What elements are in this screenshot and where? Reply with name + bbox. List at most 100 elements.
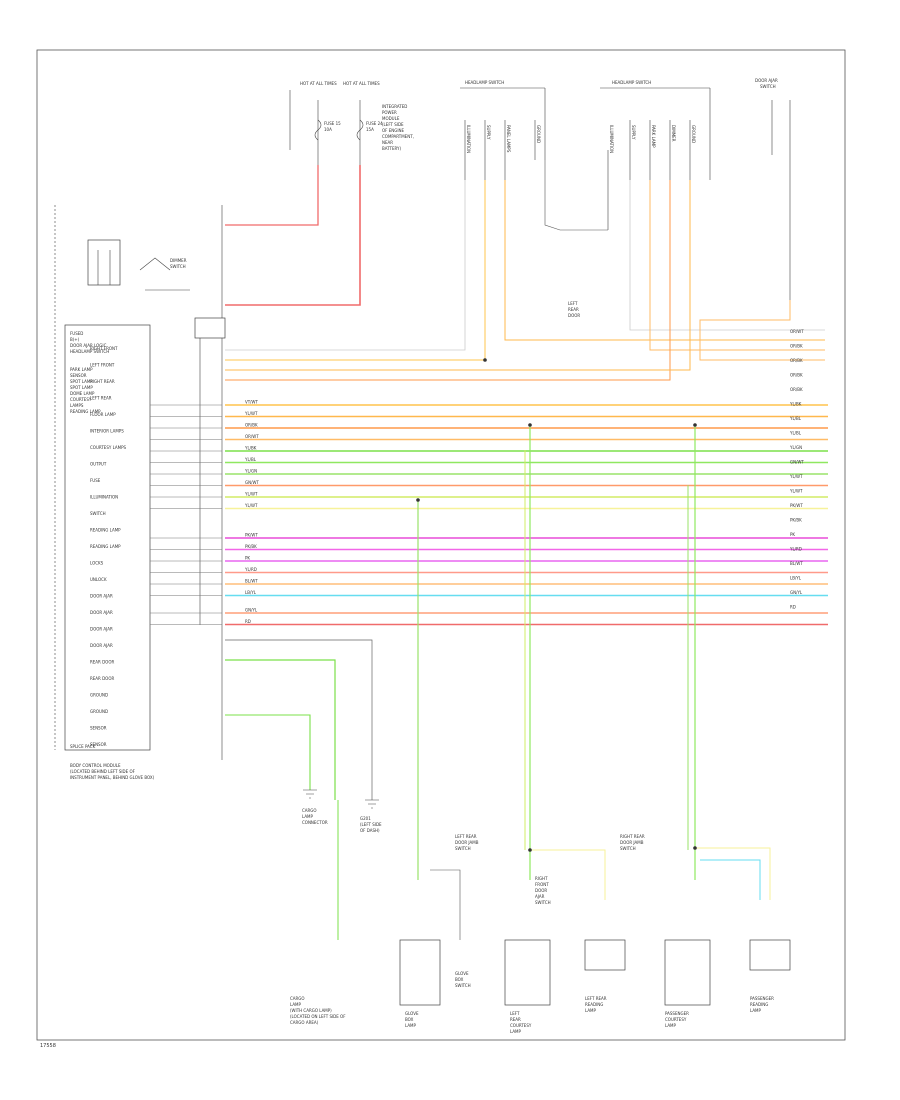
glove-switch-line: SWITCH xyxy=(455,983,471,988)
lamp-label-line: READING xyxy=(750,1002,768,1007)
module-inner-label: SENSOR xyxy=(70,373,87,378)
ground-symbol-g201 xyxy=(365,799,379,809)
module-pin-label: SENSOR xyxy=(90,726,107,731)
right-edge-label: BL/WT xyxy=(790,561,803,566)
diagram-border xyxy=(36,49,846,1041)
wire-top-v1 xyxy=(504,180,825,341)
left-rear-courtesy-lamp xyxy=(504,939,551,1006)
glove-switch-line: BOX xyxy=(455,977,464,982)
module-inner-label: PARK LAMP xyxy=(70,367,93,372)
module-pin-label: READING LAMP xyxy=(90,544,121,549)
left-switch-pin: GROUND xyxy=(536,125,541,143)
module-inner-label: READING LAMP xyxy=(70,409,101,414)
module-pin-label: DOOR AJAR xyxy=(90,594,113,599)
fuse-15-symbol xyxy=(314,119,322,141)
fuse-24-symbol xyxy=(356,119,364,141)
ground-note-line: G201 xyxy=(360,816,371,821)
glove-box-lamp xyxy=(399,939,441,1006)
bus-wire-label: RD xyxy=(245,619,251,624)
ground-symbol-cargo xyxy=(303,789,317,799)
module-pin-label: REAR DOOR xyxy=(90,660,114,665)
wire-top-v3 xyxy=(225,180,466,351)
bus-wire-label: PK xyxy=(245,556,250,561)
glove-switch-line: GLOVE xyxy=(455,971,469,976)
module-inner-label: COURTESY xyxy=(70,397,92,402)
right-edge-label: OR/WT xyxy=(790,329,804,334)
lamp-label-line: LAMP xyxy=(750,1008,762,1013)
drop-cargo xyxy=(225,659,336,800)
lamp-label-line: COURTESY xyxy=(510,1023,532,1028)
bus-wire-label: YL/GN xyxy=(244,469,257,474)
mid-note-line: AJAR xyxy=(535,894,545,899)
module-pin-label: INTERIOR LAMPS xyxy=(90,429,124,434)
cargo-note-line: CARGO xyxy=(290,996,305,1001)
right-switch-note-line: SWITCH xyxy=(620,846,636,851)
right-edge-label: OR/BK xyxy=(790,373,803,378)
bus-wire-label: YL/BK xyxy=(244,446,257,451)
ground-note-line: OF DASH) xyxy=(360,828,380,833)
cargo-note-line: CARGO AREA) xyxy=(290,1020,319,1025)
module-pin-label: RIGHT REAR xyxy=(90,379,115,384)
lamp-label-line: LAMP xyxy=(405,1023,417,1028)
branch-pass-reading xyxy=(695,847,771,900)
right-edge-label: YL/BL xyxy=(789,416,802,421)
module-name-line: BODY CONTROL MODULE xyxy=(70,763,121,768)
bus-wire-label: LB/YL xyxy=(245,590,257,595)
right-edge-label: YL/WT xyxy=(789,474,803,479)
right-edge-label: PK/WT xyxy=(790,503,803,508)
wire-top-v5 xyxy=(649,180,825,351)
wire-top-v2 xyxy=(225,180,486,361)
wire-top-v8 xyxy=(699,300,825,361)
passenger-courtesy-lamp xyxy=(664,939,711,1006)
wire-top-v7 xyxy=(225,180,691,371)
bus-wire-label: YL/WT xyxy=(244,492,258,497)
splice-pack-label: SPLICE PACK xyxy=(70,744,96,749)
ground-note-line: (LEFT SIDE xyxy=(360,822,382,827)
left-switch-note-line: LEFT REAR xyxy=(455,834,477,839)
right-switch-title: HEADLAMP SWITCH xyxy=(612,80,651,85)
branch-pass-blue xyxy=(700,859,761,900)
dimmer-switch-box xyxy=(87,239,121,286)
module-pin-label: GROUND xyxy=(90,693,108,698)
mid-left-note-line: LEFT xyxy=(568,301,578,306)
lamp-label-line: LAMP xyxy=(585,1008,597,1013)
bus-wire-label: GN/YL xyxy=(245,608,258,613)
lamp-label-line: LEFT xyxy=(510,1011,520,1016)
bus-wire-label: VT/WT xyxy=(245,400,258,405)
module-pin-label: COURTESY LAMPS xyxy=(90,445,127,450)
module-inner-label: DOOR AJAR LOGIC xyxy=(70,343,107,348)
module-pin-label: SENSOR xyxy=(90,742,107,747)
module-pin-label: ILLUMINATION xyxy=(90,495,118,500)
right-switch-pin: PARK LAMP xyxy=(651,125,656,148)
cargo-conn-line: CARGO xyxy=(302,808,317,813)
fuse-note-line: POWER xyxy=(382,110,397,115)
bus-wire-label: OR/BK xyxy=(245,423,258,428)
lamp-label-line: BOX xyxy=(405,1017,414,1022)
module-inner-label: SPOT LAMP xyxy=(70,385,93,390)
mid-note-line: RIGHT xyxy=(535,876,548,881)
passenger-reading-lamp xyxy=(749,939,791,971)
module-name-line: INSTRUMENT PANEL, BEHIND GLOVE BOX) xyxy=(70,775,155,780)
fuse-15-name: FUSE 15 xyxy=(324,121,341,126)
door-ajar-sub: SWITCH xyxy=(760,84,776,89)
fuse-note-line: COMPARTMENT, xyxy=(382,134,414,139)
left-switch-pin: SUPPLY xyxy=(486,125,491,140)
bus-wire-label: YL/WT xyxy=(244,503,258,508)
mid-note-line: DOOR xyxy=(535,888,547,893)
fuse-note-line: MODULE xyxy=(382,116,400,121)
cargo-note-line: LAMP xyxy=(290,1002,302,1007)
left-switch-pin: ILLUMINATION xyxy=(466,125,471,153)
right-edge-label: OR/BK xyxy=(790,358,803,363)
module-pin-label: LEFT REAR xyxy=(90,396,112,401)
module-inner-label: LAMPS xyxy=(70,403,84,408)
module-pin-label: SWITCH xyxy=(90,511,106,516)
module-pin-label: FUSE xyxy=(90,478,101,483)
right-switch-pin: DIMMER xyxy=(671,125,676,142)
